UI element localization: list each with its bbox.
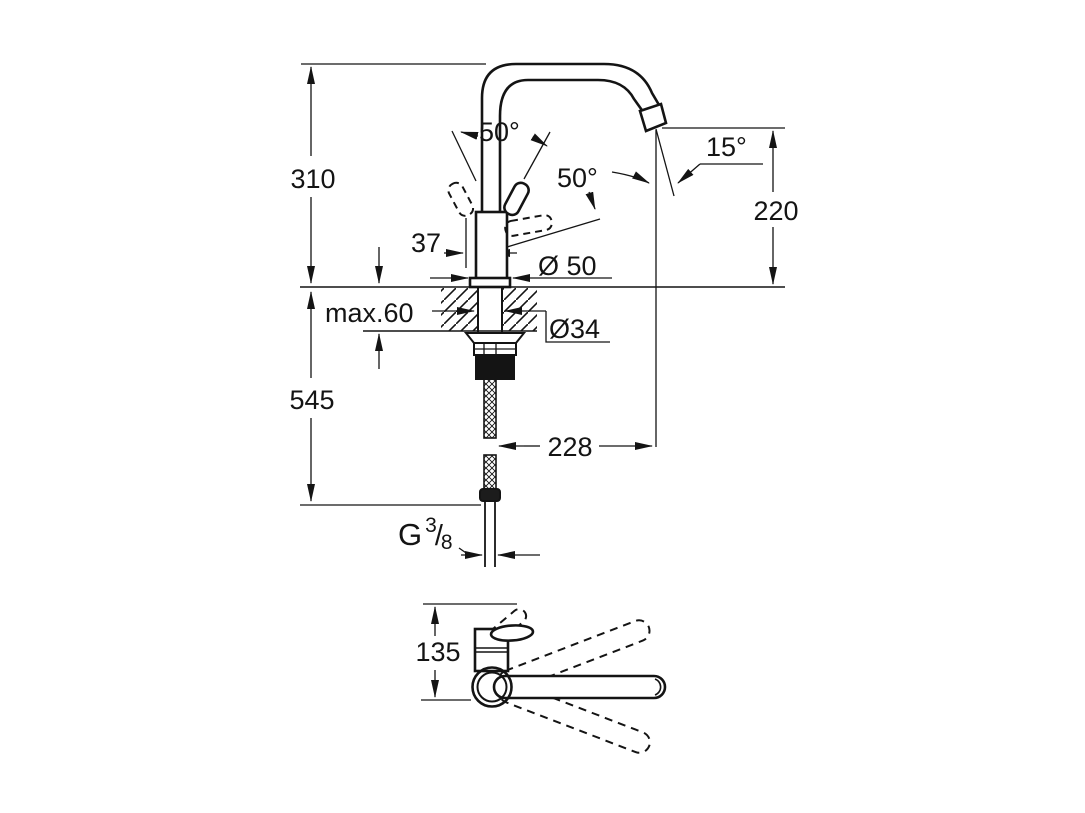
supply-hose-lower [483,454,497,491]
dim-50deg-left [451,130,551,182]
mounting-nut [475,354,515,380]
dim-dia50-label: Ø 50 [538,251,597,281]
top-view-labels: 135 [415,637,460,667]
side-view: 310 545 220 228 37 Ø 50 Ø34 max.60 50° 5… [289,62,799,567]
base-flange [468,276,512,289]
faucet-outline [468,62,668,289]
dim-15deg-label: 15° [706,132,747,162]
lever-pad-top-view [489,624,535,642]
top-view: 135 [415,603,667,754]
dim-15deg [677,163,763,184]
top-view-extension-lines [421,603,517,701]
mounting-parts [463,288,527,567]
lever-left-position [447,181,475,217]
dim-310-label: 310 [290,164,335,194]
dim-37-label: 37 [411,228,441,258]
spout-inner-edge [498,78,646,212]
top-view-body [471,624,667,708]
side-view-labels: 310 545 220 228 37 Ø 50 Ø34 max.60 50° 5… [289,117,798,554]
spout-end-inner-arc [654,678,662,696]
spout-outer-edge [480,62,664,212]
spout-top-view [492,674,667,700]
dim-220-label: 220 [753,196,798,226]
dim-dia34-label: Ø34 [549,314,600,344]
swivel-outer-circle [471,666,513,708]
mounting-washer [463,332,527,344]
dim-135-label: 135 [415,637,460,667]
body [474,210,509,288]
hose-end-fitting [479,488,501,502]
counter-hatch [441,288,537,331]
dim-50deg-left-label: 50° [479,117,520,147]
dim-g38 [458,547,540,559]
extension-lines [300,63,785,506]
supply-hose-upper [483,378,497,439]
dim-50deg-right-label: 50° [557,163,598,193]
dim-228-label: 228 [547,432,592,462]
swivel-inner-circle [476,671,508,703]
dim-50deg-right [506,171,650,248]
outlet-axis-15deg-line [655,128,675,197]
lever-alternate-positions [447,181,553,237]
dim-545-label: 545 [289,385,334,415]
aerator [638,102,668,133]
lever-down-position [504,214,553,237]
lever-up-position [503,181,530,217]
dim-max60-label: max.60 [325,298,414,328]
